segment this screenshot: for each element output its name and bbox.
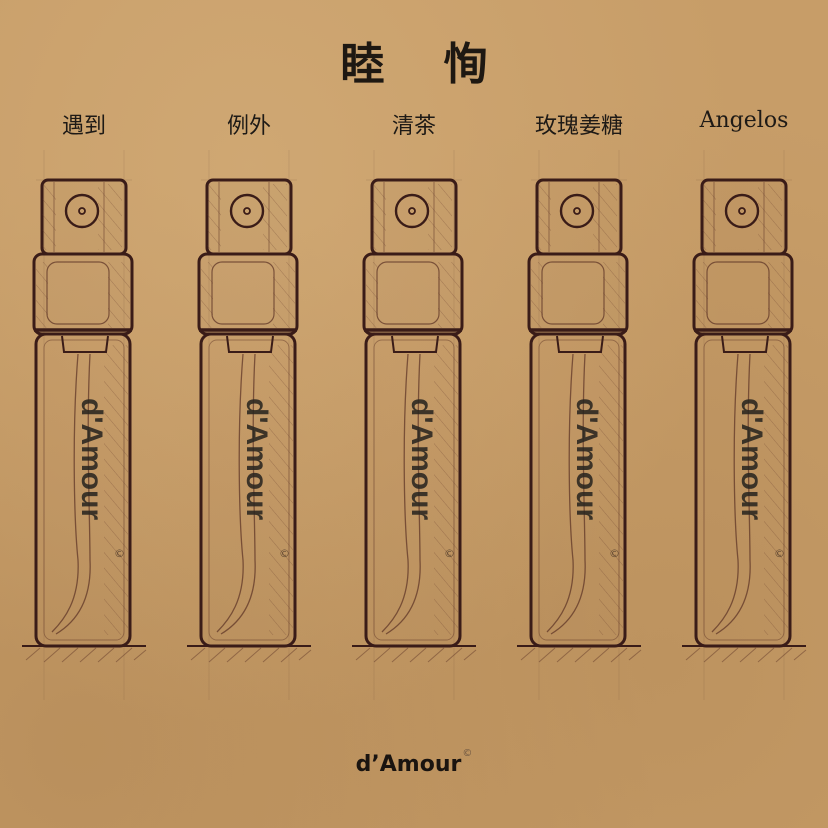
registered-mark-icon: © xyxy=(462,748,473,759)
vial-mark-3: © xyxy=(444,547,455,560)
vial-brand-1: d'Amour xyxy=(75,398,108,520)
vial-brand-4: d'Amour xyxy=(570,398,603,520)
page-title: 睦 恂 xyxy=(340,39,510,90)
vial-mark-5: © xyxy=(774,547,785,560)
vial-brand-2: d'Amour xyxy=(240,398,273,520)
product-label-2: 例外 xyxy=(226,114,271,139)
vial-mark-2: © xyxy=(279,547,290,560)
product-label-5: Angelos xyxy=(699,108,789,133)
footer-brand: d’Amour© xyxy=(0,748,828,777)
vial-brand-5: d'Amour xyxy=(735,398,768,520)
vial-brand-3: d'Amour xyxy=(405,398,438,520)
vial-mark-1: © xyxy=(114,547,125,560)
product-label-1: 遇到 xyxy=(61,114,106,139)
product-label-3: 清茶 xyxy=(391,114,436,139)
vial-mark-4: © xyxy=(609,547,620,560)
product-label-4: 玫瑰姜糖 xyxy=(534,114,623,139)
footer-brand-name: d’Amour xyxy=(355,752,462,777)
